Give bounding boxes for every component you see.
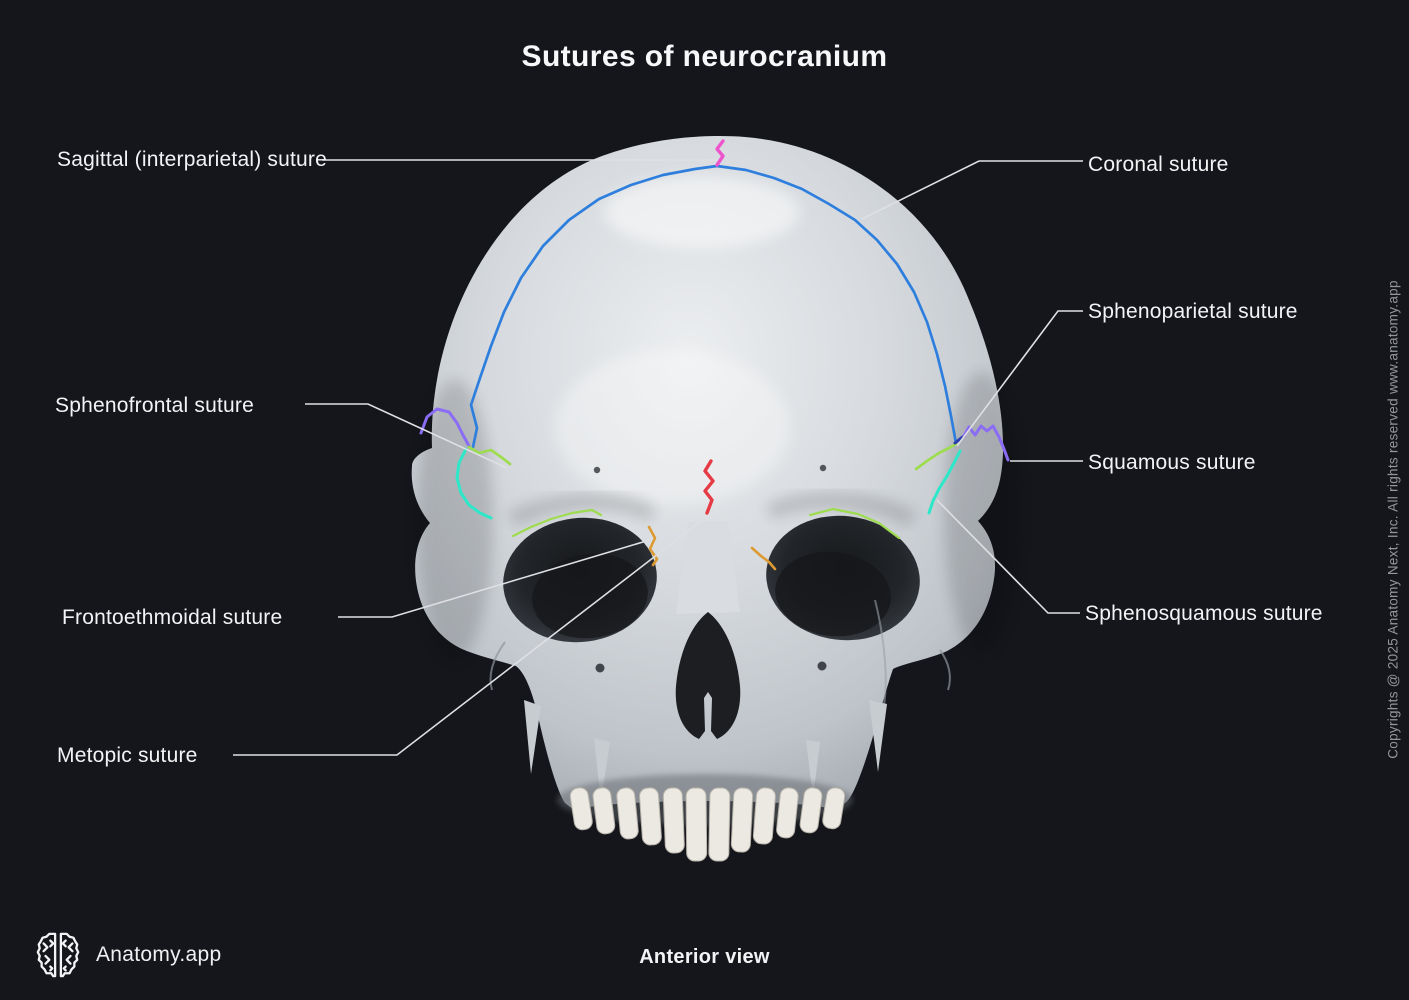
suture-sphenosquamous-left (455, 447, 493, 520)
label-frontoethmoidal-suture: Frontoethmoidal suture (62, 606, 283, 629)
right-pterygoid-process (806, 740, 820, 798)
right-temporal-shade (944, 372, 1020, 652)
left-infraorbital-foramen (595, 663, 605, 673)
leader-sphenosquamous (936, 499, 1080, 614)
suture-frontoethmoidal-left (647, 525, 659, 567)
right-orbit (766, 515, 920, 641)
label-coronal-suture: Coronal suture (1088, 153, 1229, 176)
right-infraorbital-foramen (817, 661, 827, 671)
suture-sphenofrontal-right (914, 442, 958, 471)
right-brow-shade (765, 492, 917, 527)
suture-metopic (703, 459, 715, 515)
leader-metopic (233, 513, 711, 756)
label-sphenoparietal-suture: Sphenoparietal suture (1088, 300, 1298, 323)
label-sphenofrontal-suture: Sphenofrontal suture (55, 394, 254, 417)
left-styloid-process (524, 700, 541, 774)
left-zygomatic-line (489, 641, 506, 691)
suture-orbital-right (808, 507, 901, 540)
dome-highlight (604, 176, 800, 248)
leader-lines (233, 159, 1083, 756)
forehead-highlight (554, 350, 790, 506)
sutures (419, 139, 1010, 571)
right-zygomatic-line (939, 649, 951, 691)
suture-sphenosquamous-right (927, 449, 962, 515)
left-supraorbital-foramen (593, 466, 601, 474)
left-brow-shade (507, 493, 657, 528)
leader-coronal (861, 160, 1083, 220)
suture-orbital-left (511, 508, 603, 538)
page-title: Sutures of neurocranium (521, 40, 888, 73)
upper-teeth (557, 774, 853, 862)
suture-sphenoparietal-right (953, 434, 966, 445)
nasal-aperture (675, 612, 741, 739)
left-pterygoid-process (594, 738, 610, 802)
right-cheek-crack (874, 599, 887, 706)
suture-sagittal (715, 139, 725, 167)
suture-sphenofrontal-left (467, 445, 512, 466)
nasal-bridge (676, 521, 740, 614)
brain-logo-icon (36, 932, 80, 978)
copyright-text: Copyrights @ 2025 Anatomy Next, Inc. All… (1385, 280, 1401, 759)
skull (411, 136, 1020, 862)
label-sphenosquamous-suture: Sphenosquamous suture (1085, 602, 1323, 625)
right-styloid-process (869, 700, 887, 772)
label-squamous-suture: Squamous suture (1088, 451, 1256, 474)
leader-frontoethmoidal (338, 538, 654, 618)
leader-sphenofrontal (305, 403, 508, 469)
leader-sphenoparietal (956, 310, 1083, 447)
suture-frontoethmoidal-right (750, 546, 777, 571)
label-sagittal-suture: Sagittal (interparietal) suture (57, 148, 327, 171)
suture-squamous-left (419, 407, 471, 448)
brand-name: Anatomy.app (96, 943, 222, 966)
label-metopic-suture: Metopic suture (57, 744, 198, 767)
right-supraorbital-foramen (819, 464, 827, 472)
view-label: Anterior view (639, 946, 770, 968)
brand-footer: Anatomy.app (34, 930, 222, 980)
suture-squamous-right (962, 424, 1010, 462)
